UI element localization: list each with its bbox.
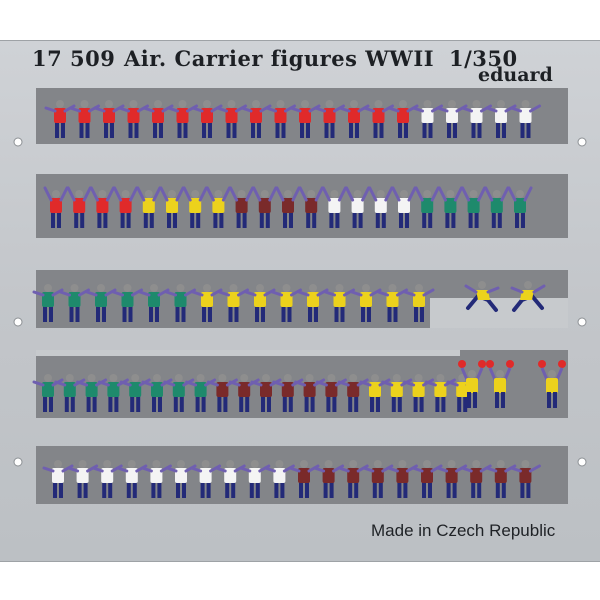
paddle-signaller [458, 360, 486, 408]
crew-figure [460, 460, 492, 498]
crew-figure [185, 374, 217, 412]
crew-figure [350, 284, 382, 322]
crouching-signalman [510, 281, 546, 312]
crew-figure [112, 284, 143, 322]
crew-figure [250, 374, 282, 412]
crew-figure [93, 100, 125, 138]
mounting-hole [13, 317, 23, 327]
mounting-hole [577, 137, 587, 147]
crew-figure [338, 100, 370, 138]
crew-figure [76, 374, 108, 412]
crew-figure [265, 100, 296, 138]
crew-figure [507, 186, 533, 228]
crew-figure [142, 100, 174, 138]
crew-figure [315, 374, 347, 412]
crew-figure [165, 284, 196, 322]
crew-figure [271, 284, 302, 322]
mounting-hole [13, 137, 23, 147]
crew-figure [141, 374, 173, 412]
crew-figure [140, 460, 172, 498]
crew-figure [91, 460, 123, 498]
crew-figure [252, 186, 278, 228]
crew-figure [59, 284, 90, 322]
crew-figure [313, 460, 345, 498]
mounting-hole [577, 457, 587, 467]
crew-figure [240, 100, 272, 138]
product-title: Air. Carrier figures WWII [124, 46, 435, 71]
crew-figure [69, 100, 100, 138]
crew-figure [239, 460, 271, 498]
crew-figure [314, 100, 345, 138]
crew-figure [345, 186, 371, 228]
made-in-label: Made in Czech Republic [371, 521, 556, 540]
crew-figure [113, 186, 139, 228]
crew-figure [437, 186, 463, 228]
mounting-hole [577, 317, 587, 327]
paddle-signaller [538, 360, 566, 408]
crew-figure [298, 186, 324, 228]
crouching-signalman [464, 281, 500, 312]
crew-figure [43, 186, 69, 228]
crew-figure [289, 100, 321, 138]
crew-figure [229, 186, 255, 228]
crew-figure [205, 186, 231, 228]
crew-figure [509, 460, 541, 498]
crew-figure [66, 186, 92, 228]
crew-figure [403, 284, 435, 322]
crew-figure [294, 374, 326, 412]
crew-figure [206, 374, 238, 412]
crew-figure [218, 284, 249, 322]
figure-strip-2 [36, 174, 568, 238]
product-code: 17 509 [32, 46, 116, 71]
crew-figure [414, 186, 440, 228]
strip-edge [36, 350, 460, 356]
crew-figure [272, 374, 304, 412]
crew-figure [461, 186, 487, 228]
crew-figure [485, 100, 517, 138]
mounting-hole [13, 457, 23, 467]
scale-label: 1/350 [449, 46, 518, 71]
crew-figure [359, 374, 391, 412]
brand-logo-text: eduard [478, 64, 553, 86]
crew-figure [263, 460, 295, 498]
crew-figure [321, 186, 347, 228]
crew-figure [391, 186, 417, 228]
crew-figure [182, 186, 208, 228]
crew-figure [67, 460, 99, 498]
crew-figure [510, 100, 541, 138]
crew-figure [89, 186, 115, 228]
crew-figure [368, 186, 394, 228]
crew-figure [288, 460, 320, 498]
crew-figure [190, 460, 222, 498]
strip-notch [430, 298, 568, 328]
crew-figure [436, 100, 468, 138]
crew-figure [244, 284, 276, 322]
crew-figure [228, 374, 260, 412]
crew-figure [216, 100, 247, 138]
crew-figure [275, 186, 301, 228]
paddle-signaller [486, 360, 514, 408]
crew-figure [461, 100, 492, 138]
crew-figure [436, 460, 468, 498]
crew-figure [362, 460, 394, 498]
crew-figure [484, 186, 510, 228]
crew-figure [159, 186, 185, 228]
crew-figure [136, 186, 162, 228]
crew-figure [387, 100, 419, 138]
crew-figure [44, 100, 76, 138]
crew-figure [377, 284, 408, 322]
